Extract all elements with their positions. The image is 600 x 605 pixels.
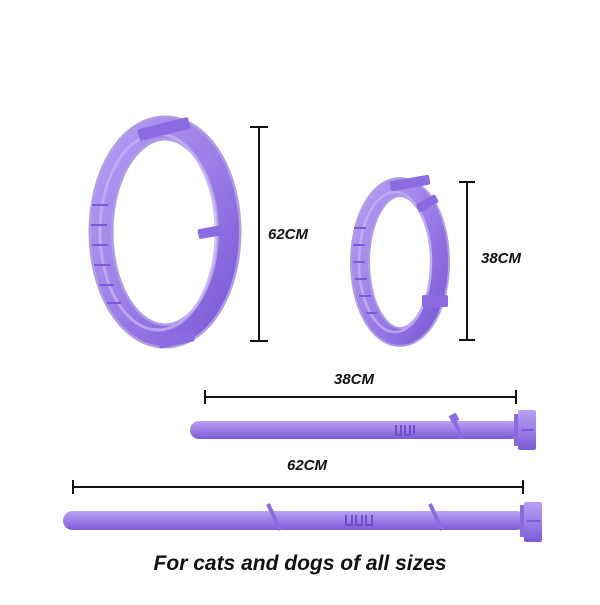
small-ring-dimension-line (459, 181, 475, 341)
large-ring-size-label: 62CM (268, 226, 309, 243)
caption-text: For cats and dogs of all sizes (153, 552, 447, 575)
long-strap-size-label: 62CM (287, 457, 328, 474)
short-strap-collar (190, 410, 536, 450)
long-strap-dimension-line (72, 480, 524, 494)
small-ring-collar (350, 174, 450, 347)
short-strap-size-label: 38CM (334, 371, 375, 388)
long-strap-collar (63, 502, 542, 542)
short-strap-dimension-line (204, 390, 517, 404)
small-ring-size-label: 38CM (481, 250, 522, 267)
large-ring-dimension-line (250, 126, 268, 342)
large-ring-collar (88, 115, 242, 349)
